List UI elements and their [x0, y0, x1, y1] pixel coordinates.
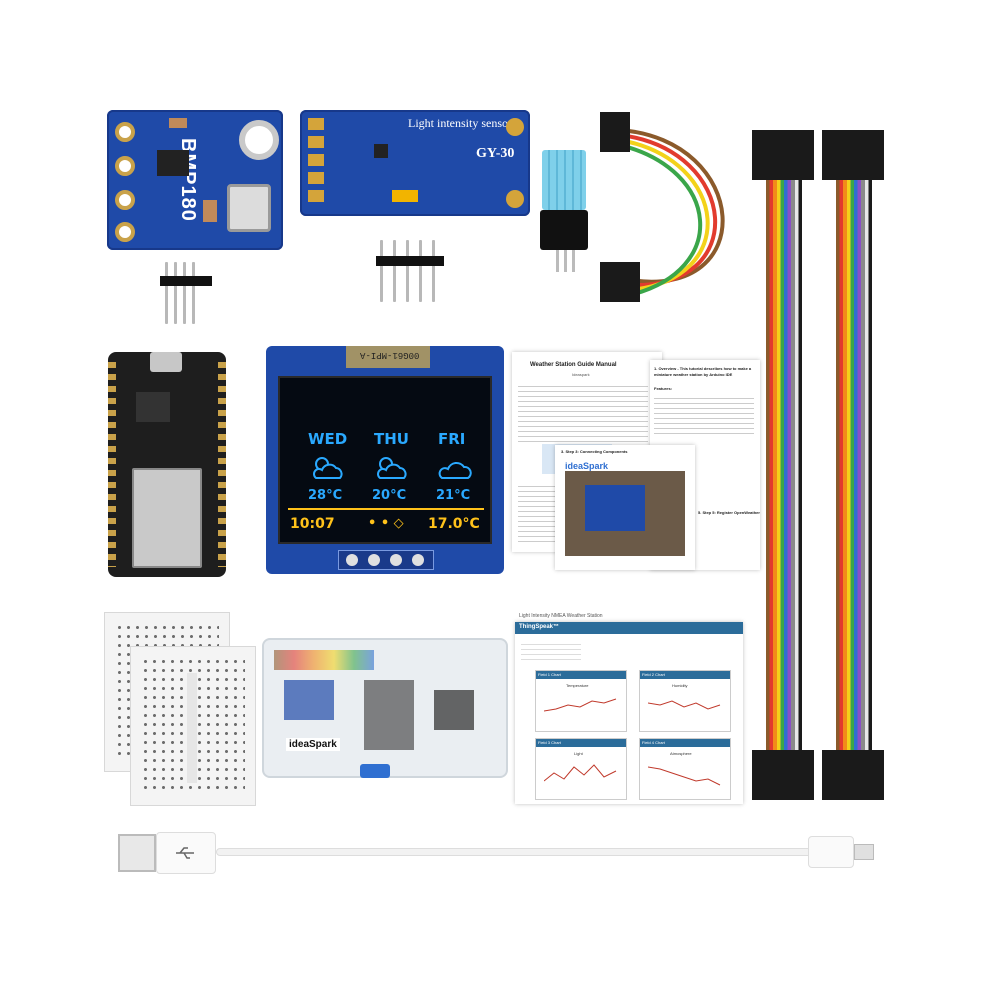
- chart-label: Humidity: [672, 683, 688, 688]
- thingspeak-chart-3: Field 3 Chart Light: [535, 738, 627, 800]
- oled-temp-thu: 20°C: [372, 488, 407, 503]
- long-jumper-wires-right: [822, 130, 884, 800]
- thingspeak-brand: ThingSpeak™: [519, 624, 560, 630]
- thingspeak-page: ThingSpeak™ Light Intensity NMEA Weather…: [515, 613, 743, 804]
- cloud-sun-icon: [377, 457, 407, 479]
- manual-subtitle: Ideaspark: [572, 372, 590, 377]
- gy30-model: GY-30: [476, 146, 515, 161]
- usb-icon: [176, 847, 194, 859]
- thingspeak-channel-title: Light Intensity NMEA Weather Station: [519, 613, 603, 619]
- manual-overview: 1. Overview - This tutorial describes ho…: [654, 366, 752, 377]
- usb-cable: [118, 830, 878, 876]
- oled-day-fri: FRI: [438, 430, 466, 448]
- guide-manual-page-3: 3. Step 3: Connecting Components ideaSpa…: [555, 445, 695, 570]
- chart-label: Temperature: [566, 683, 589, 688]
- chart-title: Field 2 Chart: [642, 672, 665, 677]
- gy30-title: Light intensity sensor: [408, 116, 512, 130]
- dht11-sensor: [540, 150, 588, 272]
- long-jumper-wires-left: [752, 130, 814, 800]
- cloud-sun-icon: [313, 457, 343, 479]
- oled-day-wed: WED: [308, 430, 348, 448]
- oled-day-thu: THU: [374, 430, 409, 448]
- manual-features: Features:: [654, 386, 673, 391]
- oled-display: 00G61-MPI-A WED THU FRI 28°C 20°C 21°C 1…: [266, 346, 504, 574]
- thingspeak-chart-4: Field 4 Chart Atmosphere: [639, 738, 731, 800]
- gy30-header-pins: [380, 240, 435, 302]
- thingspeak-chart-2: Field 2 Chart Humidity: [639, 670, 731, 732]
- oled-screen: WED THU FRI 28°C 20°C 21°C 10:07 • • ◇ 1…: [278, 376, 492, 544]
- oled-indicator: • • ◇: [368, 516, 404, 531]
- oled-time: 10:07: [290, 516, 335, 532]
- usb-a-connector: [118, 834, 156, 872]
- oled-temp-fri: 21°C: [436, 488, 471, 503]
- kit-box-brand: ideaSpark: [286, 738, 340, 751]
- oled-temp-wed: 28°C: [308, 488, 343, 503]
- oled-header: 00G61-MPI-A: [360, 350, 420, 360]
- chart-label: Light: [574, 751, 583, 756]
- esp-wifi-module: [132, 468, 202, 568]
- kit-storage-box: ideaSpark: [262, 638, 508, 778]
- chart-title: Field 4 Chart: [642, 740, 665, 745]
- manual-brand: ideaSpark: [565, 461, 609, 471]
- manual-title: Weather Station Guide Manual: [530, 362, 617, 368]
- gy30-light-sensor: Light intensity sensor GY-30: [300, 110, 530, 216]
- bmp180-sensor-chip: [227, 184, 271, 232]
- manual-step3: 3. Step 3: Connecting Components: [561, 449, 628, 454]
- nodemcu-board: [108, 352, 226, 577]
- thingspeak-chart-1: Field 1 Chart Temperature: [535, 670, 627, 732]
- chart-title: Field 1 Chart: [538, 672, 561, 677]
- mini-breadboard-front: [130, 646, 256, 806]
- micro-usb-connector: [854, 844, 874, 860]
- manual-step5: 5. Step 5: Register OpenWeather: [698, 510, 760, 515]
- cloud-icon: [438, 462, 472, 479]
- bmp180-header-pins: [165, 262, 195, 324]
- chart-label: Atmosphere: [670, 751, 692, 756]
- oled-current-temp: 17.0°C: [428, 516, 480, 532]
- short-jumper-wires: [600, 112, 725, 302]
- bmp180-module: BMP180: [107, 110, 283, 250]
- chart-title: Field 3 Chart: [538, 740, 561, 745]
